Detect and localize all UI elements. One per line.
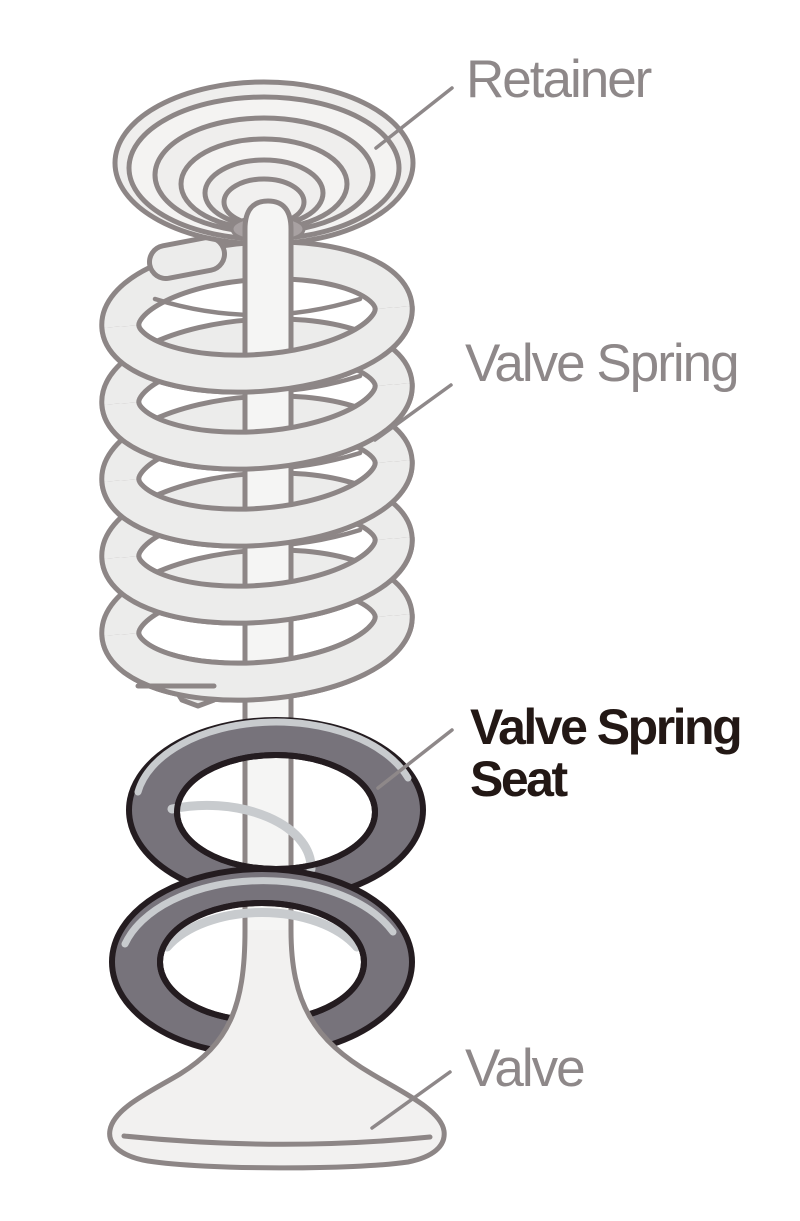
spring-seat-lower-top-highlight bbox=[121, 877, 397, 948]
valve-leader-line bbox=[370, 1070, 452, 1130]
valve-spring-seat-leader-line bbox=[376, 728, 454, 790]
valve-spring-seat-label-line1: Valve Spring bbox=[470, 699, 740, 755]
valve-spring-leader-line bbox=[373, 383, 453, 442]
valve-label: Valve bbox=[465, 1039, 584, 1098]
valve-part bbox=[107, 927, 447, 1171]
leader-lines bbox=[370, 86, 454, 1130]
valve-spring-label: Valve Spring bbox=[465, 334, 738, 393]
retainer-leader-line bbox=[374, 86, 454, 150]
spring-seat-lower-ring bbox=[109, 866, 416, 1058]
spring-seat-upper-top-highlight bbox=[134, 718, 412, 796]
valve-face-line bbox=[121, 1133, 433, 1147]
retainer-label: Retainer bbox=[466, 50, 652, 109]
valve-spring-seat-label-line2: Seat bbox=[470, 751, 568, 807]
valve-head bbox=[107, 927, 447, 1171]
spring-top-end bbox=[147, 235, 227, 281]
valve-spring-coils-front bbox=[99, 306, 415, 703]
spring-seat-upper-inner-highlight bbox=[167, 800, 316, 874]
spring-seat-lower-inner-highlight bbox=[162, 907, 362, 952]
labels: Retainer Valve Spring Valve Spring Seat … bbox=[465, 50, 743, 1098]
